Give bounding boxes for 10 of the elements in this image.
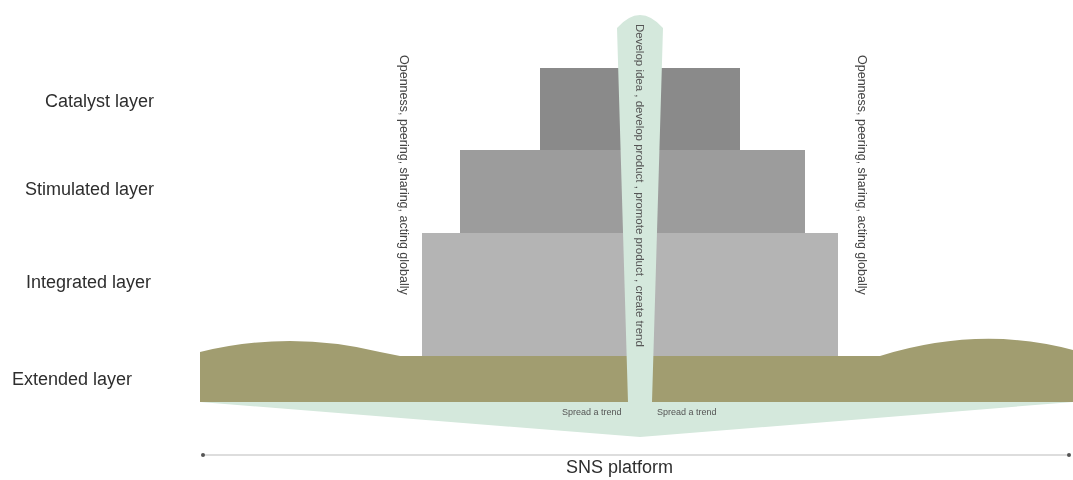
layer-label: Integrated layer	[26, 273, 152, 291]
band-text: Spread a trend	[657, 408, 717, 417]
vertical-caption: Openness, peering, sharing, acting globally	[855, 55, 868, 295]
band-text: Spread a trend	[562, 408, 622, 417]
vertical-caption: Openness, peering, sharing, acting globally	[397, 55, 410, 295]
band-text: Develop idea , develop product , promote product , create trend	[633, 24, 645, 347]
layer-label: Extended layer	[12, 370, 133, 388]
layer-label: Catalyst layer	[45, 92, 155, 110]
layer-label: Stimulated layer	[25, 180, 155, 198]
platform-label: SNS platform	[566, 458, 674, 476]
